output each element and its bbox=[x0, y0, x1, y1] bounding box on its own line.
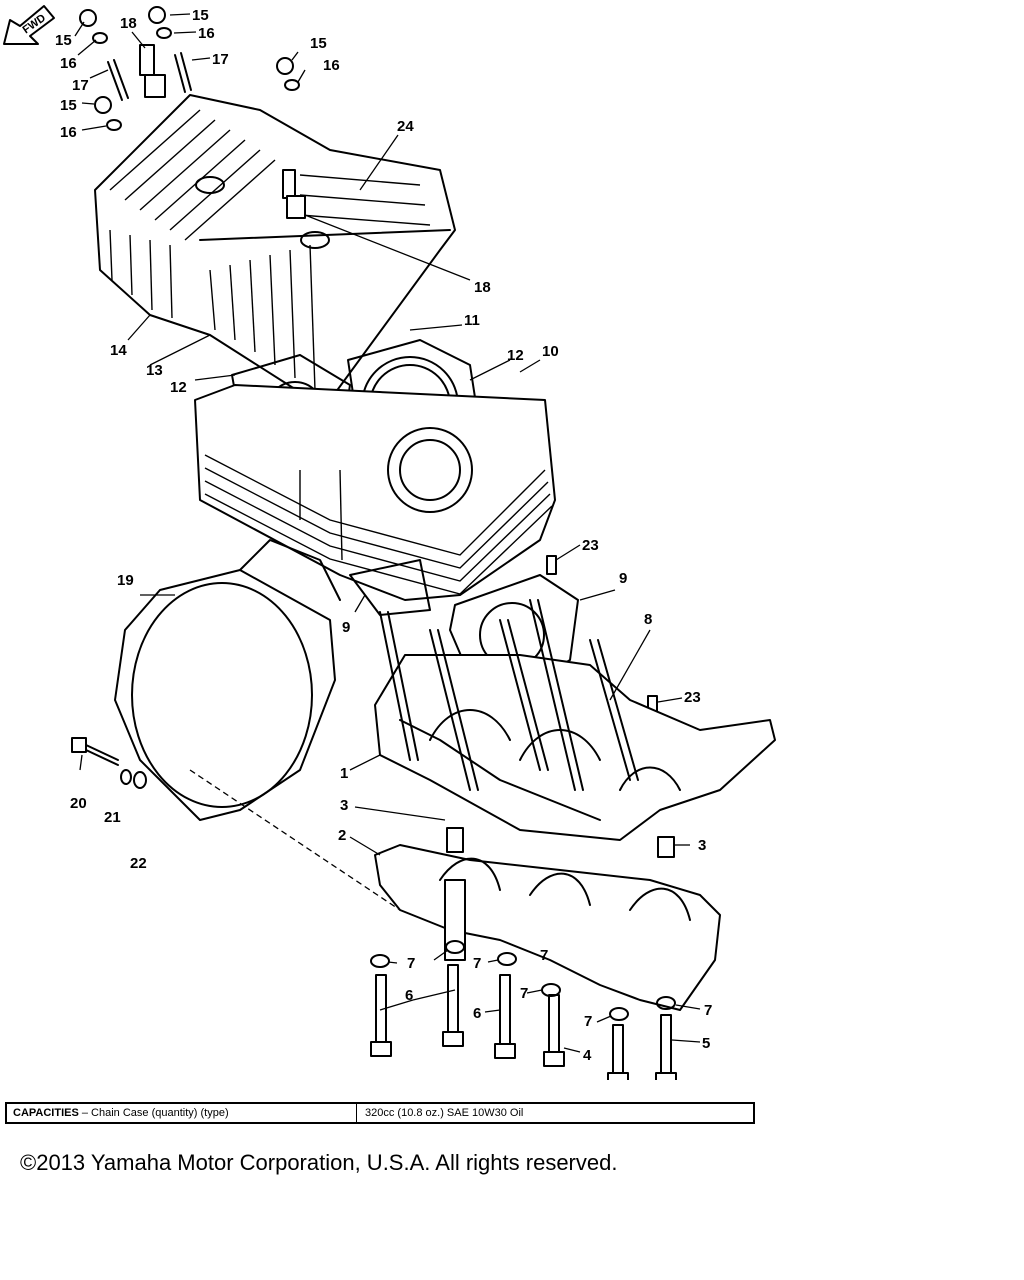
capacities-label-cell: CAPACITIES – Chain Case (quantity) (type… bbox=[7, 1104, 357, 1122]
shroud-bolt bbox=[71, 737, 147, 789]
callout-8: 8 bbox=[644, 611, 652, 628]
callout-20: 20 bbox=[70, 795, 87, 812]
callout-16: 16 bbox=[198, 25, 215, 42]
callout-7: 7 bbox=[584, 1013, 592, 1030]
callout-7: 7 bbox=[540, 947, 548, 964]
callout-16: 16 bbox=[323, 57, 340, 74]
upper-crankcase bbox=[374, 654, 776, 841]
cylinder-head bbox=[94, 94, 456, 406]
callout-12: 12 bbox=[507, 347, 524, 364]
callout-16: 16 bbox=[60, 124, 77, 141]
callout-7: 7 bbox=[407, 955, 415, 972]
callout-23: 23 bbox=[582, 537, 599, 554]
crankcase-washer bbox=[370, 940, 676, 1021]
callout-6: 6 bbox=[405, 987, 413, 1004]
stud-bolt bbox=[107, 52, 192, 101]
callout-3: 3 bbox=[340, 797, 348, 814]
callout-15: 15 bbox=[55, 32, 72, 49]
callout-11: 11 bbox=[464, 312, 480, 329]
callout-6: 6 bbox=[473, 1005, 481, 1022]
callout-15: 15 bbox=[192, 7, 209, 24]
callout-24: 24 bbox=[397, 118, 414, 135]
callout-5: 5 bbox=[702, 1035, 710, 1052]
callout-15: 15 bbox=[310, 35, 327, 52]
capacities-value: 320cc (10.8 oz.) SAE 10W30 Oil bbox=[365, 1107, 524, 1119]
fwd-arrow-icon: FWD bbox=[3, 5, 55, 45]
callout-3: 3 bbox=[698, 837, 706, 854]
lower-crankcase bbox=[374, 844, 721, 1011]
callout-15: 15 bbox=[60, 97, 77, 114]
callout-13: 13 bbox=[146, 362, 163, 379]
dowel-pin bbox=[546, 555, 658, 715]
callout-14: 14 bbox=[110, 342, 127, 359]
callout-7: 7 bbox=[473, 955, 481, 972]
callout-10: 10 bbox=[542, 343, 559, 360]
callout-4: 4 bbox=[583, 1047, 592, 1064]
callout-1: 1 bbox=[340, 765, 348, 782]
cylinder-stud bbox=[379, 599, 639, 791]
callout-17: 17 bbox=[72, 77, 89, 94]
callout-23: 23 bbox=[684, 689, 701, 706]
callout-9: 9 bbox=[342, 619, 350, 636]
leader-lines bbox=[74, 13, 701, 1053]
cylinder bbox=[194, 384, 556, 601]
callout-21: 21 bbox=[104, 809, 121, 826]
fan-shroud bbox=[114, 539, 341, 821]
callout-22: 22 bbox=[130, 855, 147, 872]
capacities-item: – Chain Case (quantity) (type) bbox=[78, 1107, 229, 1119]
callout-16: 16 bbox=[60, 55, 77, 72]
callout-7: 7 bbox=[704, 1002, 712, 1019]
callout-17: 17 bbox=[212, 51, 229, 68]
callout-labels: 15 16 17 18 15 16 17 15 16 15 16 24 18 1… bbox=[55, 7, 712, 1064]
copyright-notice: ©2013 Yamaha Motor Corporation, U.S.A. A… bbox=[20, 1150, 618, 1175]
capacities-label: CAPACITIES bbox=[13, 1107, 79, 1119]
callout-18: 18 bbox=[474, 279, 491, 296]
callout-12: 12 bbox=[170, 379, 187, 396]
callout-18: 18 bbox=[120, 15, 137, 32]
callout-9: 9 bbox=[619, 570, 627, 587]
diagram-drawing: 15 16 17 18 15 16 17 15 16 15 16 24 18 1… bbox=[55, 6, 776, 1080]
exploded-parts-diagram: 15 16 17 18 15 16 17 15 16 15 16 24 18 1… bbox=[3, 5, 776, 1080]
spark-plug bbox=[139, 44, 306, 219]
capacities-table: CAPACITIES – Chain Case (quantity) (type… bbox=[5, 1102, 755, 1124]
dowel bbox=[446, 827, 675, 858]
callout-2: 2 bbox=[338, 827, 346, 844]
callout-7: 7 bbox=[520, 985, 528, 1002]
callout-19: 19 bbox=[117, 572, 134, 589]
